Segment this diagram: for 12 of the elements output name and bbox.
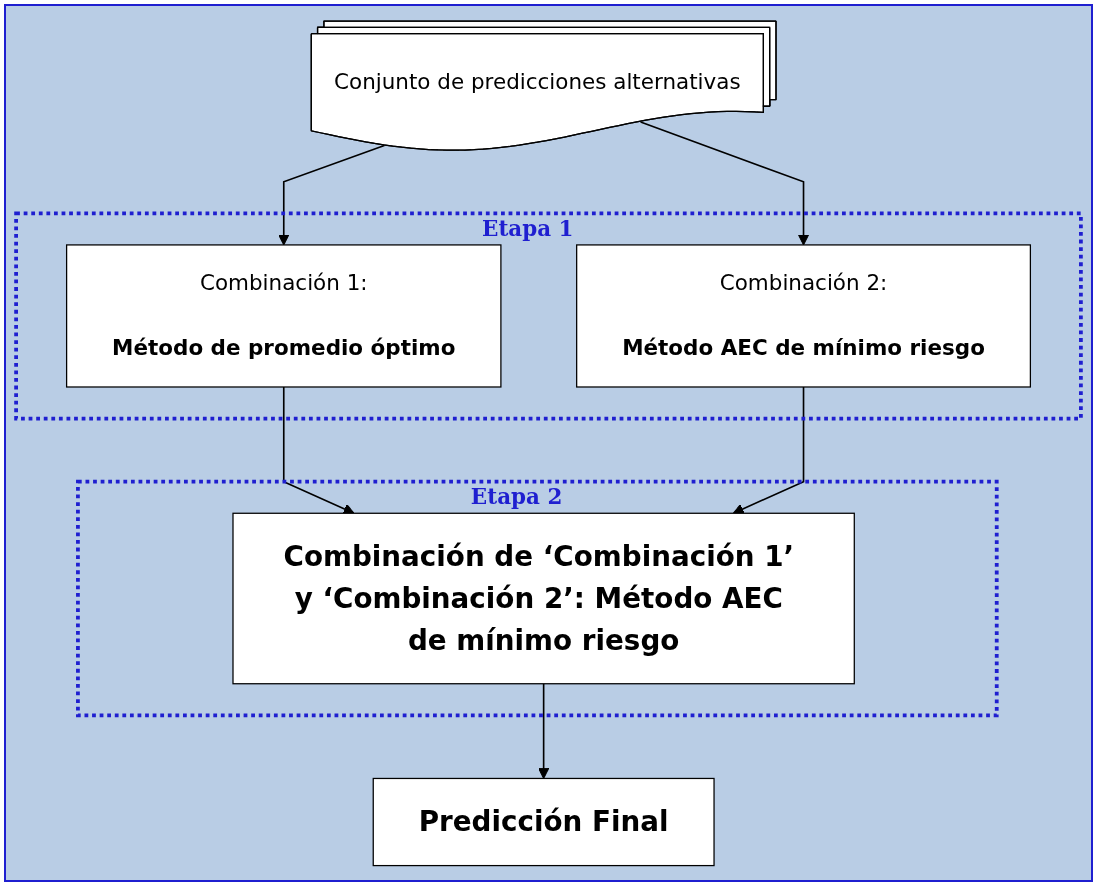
arrow <box>282 385 355 514</box>
arrow <box>732 385 805 514</box>
cluster <box>76 479 999 717</box>
arrow <box>538 682 550 779</box>
arrow <box>278 144 386 246</box>
node-box <box>372 777 715 866</box>
diagram-panel: Conjunto de predicciones alternativas Etapa 1 Combinación 1: Método de promedio óptimo Combinación 2: Método AEC de mínimo riesgo Etapa 2 Combinación de ‘Combinación 1’ y ‘Combinación 2’: Método AEC de mínimo riesgo Predicción Final <box>4 4 1093 882</box>
node-box <box>576 243 1031 388</box>
arrow <box>639 120 810 246</box>
node-box <box>66 243 502 388</box>
cluster <box>14 211 1083 421</box>
node-box <box>232 512 855 685</box>
